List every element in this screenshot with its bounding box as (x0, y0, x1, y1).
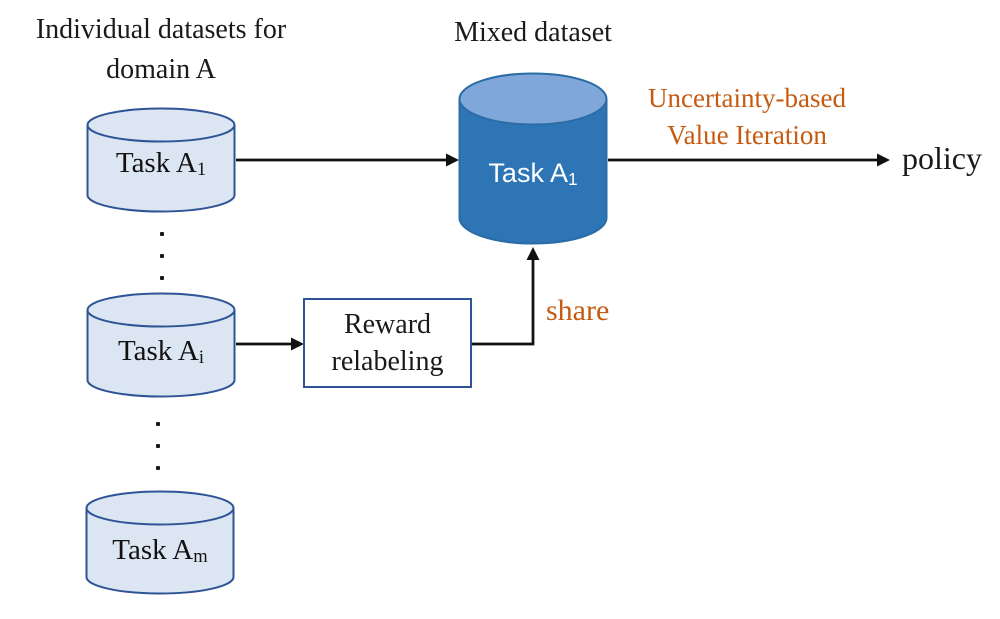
cylinder-mixed-dataset: Task A1 (458, 72, 608, 245)
cylinder-mixed-label: Task A1 (458, 158, 608, 189)
task-label-subscript: 1 (196, 158, 207, 180)
cylinder-shape (86, 292, 236, 398)
cylinder-shape (458, 72, 608, 245)
cylinder-task-am-label: Task Am (85, 534, 235, 567)
left-group-title-line1: Individual datasets for (35, 14, 287, 45)
arrow-rewardbox-to-mixed (472, 259, 535, 346)
task-label-subscript: m (193, 545, 208, 567)
cylinder-shape (85, 490, 235, 595)
task-label-text: Task A (488, 158, 568, 188)
reward-relabeling-box: Reward relabeling (303, 298, 472, 388)
vertical-ellipsis-top (160, 232, 164, 280)
reward-box-line2: relabeling (331, 346, 444, 377)
policy-output-label: policy (902, 140, 982, 176)
cylinder-task-ai-label: Task Ai (86, 335, 236, 368)
arrowhead-right-1 (446, 153, 459, 167)
cylinder-shape (86, 107, 236, 213)
arrow-lines (236, 158, 878, 346)
task-label-subscript: i (198, 346, 205, 368)
share-annotation: share (546, 294, 610, 327)
uncertainty-annotation: Uncertainty-based Value Iteration (622, 80, 872, 154)
left-group-title-line2: domain A (106, 54, 216, 85)
task-label-text: Task A (117, 335, 199, 367)
cylinder-task-a1-label: Task A1 (86, 147, 236, 180)
uncertainty-line1: Uncertainty-based (648, 83, 846, 113)
cylinder-task-a1: Task A1 (86, 107, 236, 213)
arrowhead-right-2 (291, 337, 304, 351)
vertical-ellipsis-bottom (156, 422, 160, 470)
left-group-title: Individual datasets for domain A (11, 10, 311, 90)
arrowhead-right-3 (877, 153, 890, 167)
cylinder-task-ai: Task Ai (86, 292, 236, 398)
task-label-text: Task A (112, 534, 194, 566)
arrowhead-up (526, 247, 540, 260)
mixed-dataset-title: Mixed dataset (454, 17, 612, 48)
uncertainty-line2: Value Iteration (667, 120, 827, 150)
task-label-text: Task A (115, 147, 197, 179)
arrow-heads (291, 153, 890, 351)
cylinder-task-am: Task Am (85, 490, 235, 595)
task-label-subscript: 1 (567, 168, 578, 189)
reward-box-line1: Reward (343, 309, 432, 340)
